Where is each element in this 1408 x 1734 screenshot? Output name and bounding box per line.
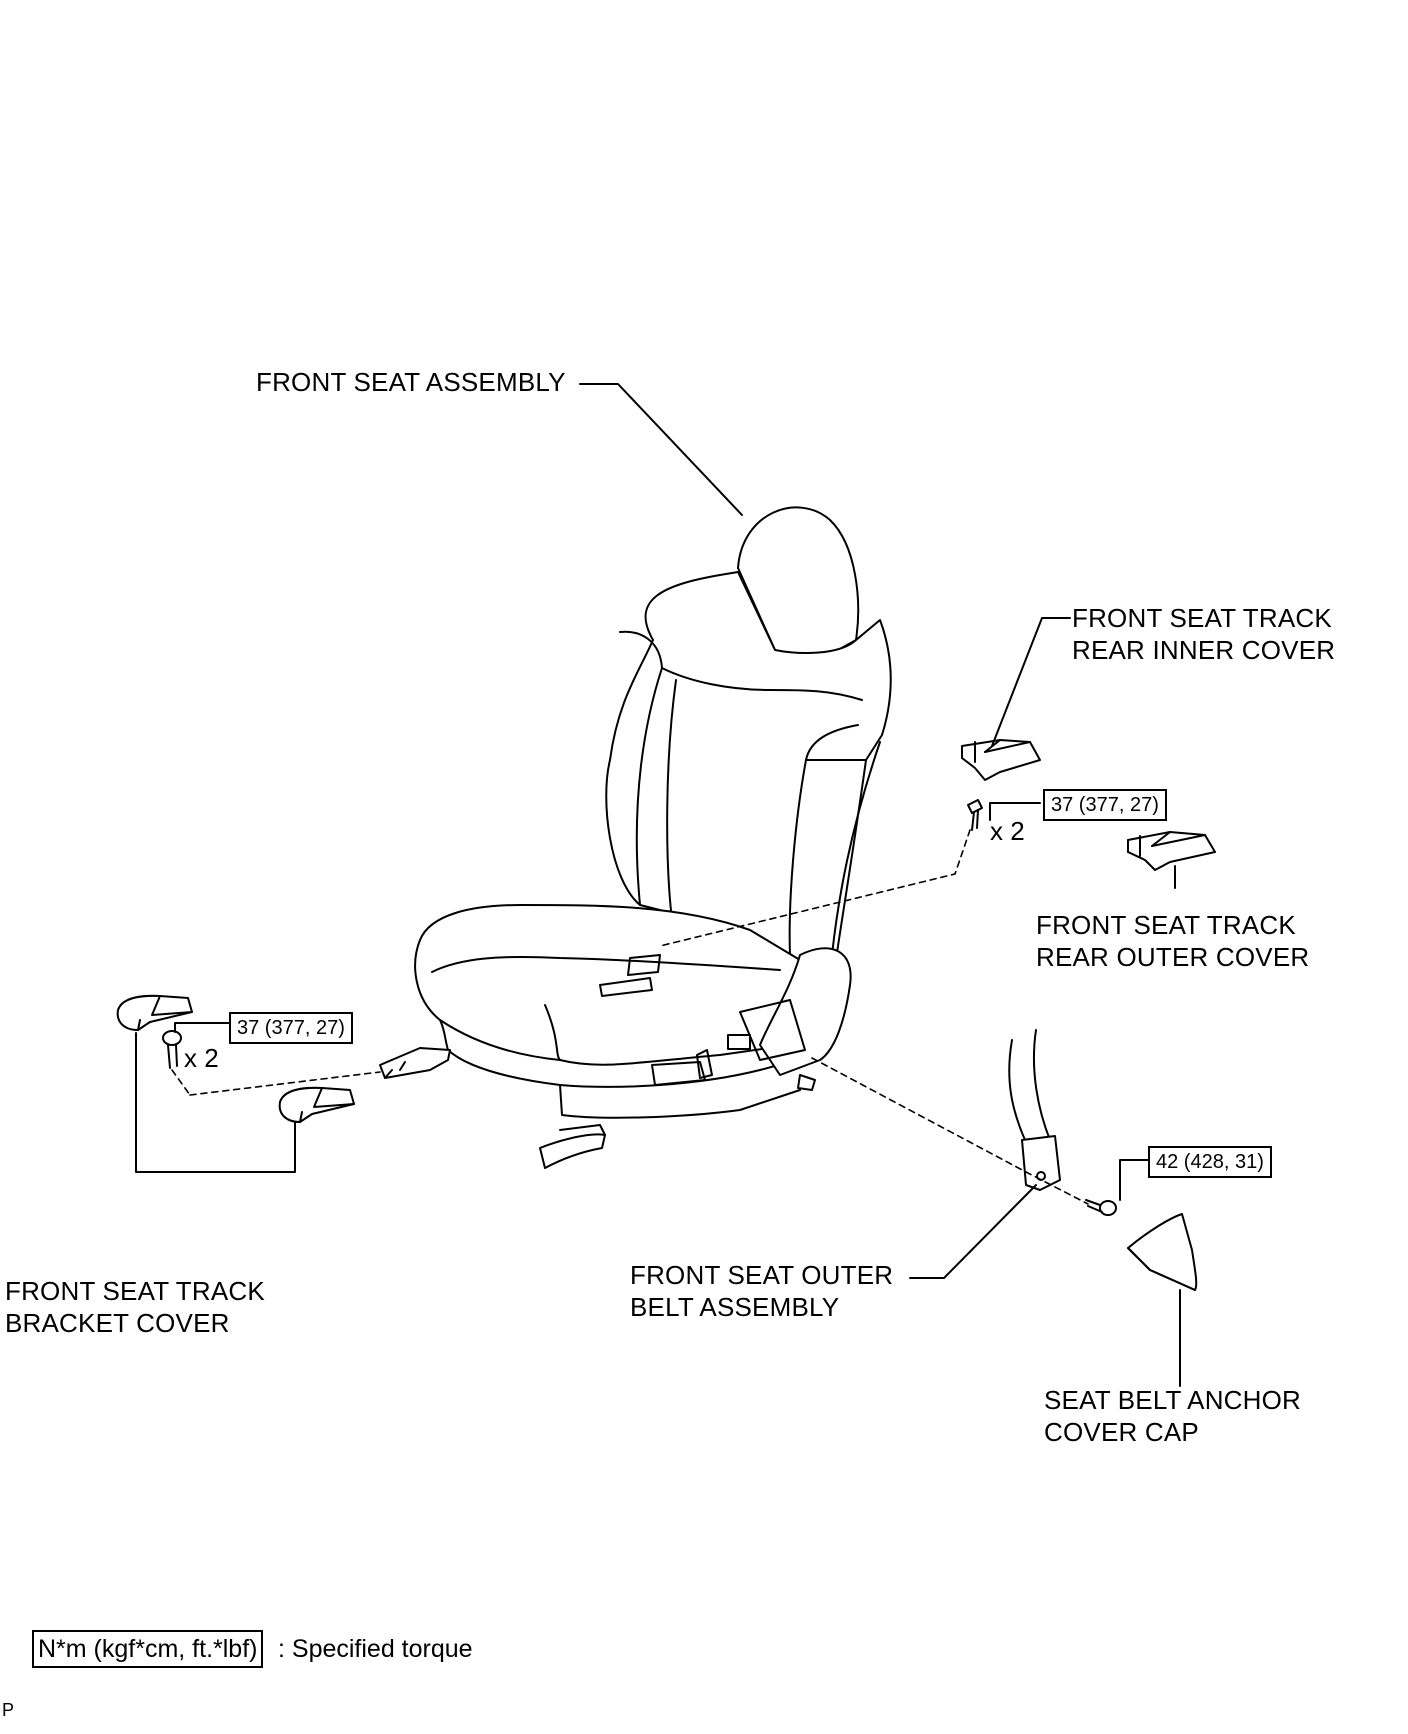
label-anchor-cover-cap-line1: SEAT BELT ANCHOR — [1044, 1385, 1302, 1415]
label-bracket-cover-line1: FRONT SEAT TRACK — [5, 1276, 265, 1306]
label-rear-outer-cover-line1: FRONT SEAT TRACK — [1036, 910, 1296, 940]
qty-rear-bolts: x 2 — [990, 816, 1025, 846]
outer-belt-drawing — [1009, 1030, 1060, 1190]
belt-anchor-bolt-drawing — [1086, 1200, 1116, 1215]
bracket-cover-lower-drawing — [280, 1088, 354, 1122]
label-rear-inner-cover-line2: REAR INNER COVER — [1072, 635, 1336, 665]
label-rear-outer-cover-line2: REAR OUTER COVER — [1036, 942, 1310, 972]
legend-torque-unit-box: N*m (kgf*cm, ft.*lbf) — [32, 1630, 264, 1668]
label-outer-belt-line1: FRONT SEAT OUTER — [630, 1260, 894, 1290]
install-path-dashed-lines — [172, 830, 1088, 1204]
label-bracket-cover-line2: BRACKET COVER — [5, 1308, 230, 1338]
anchor-cover-cap-drawing — [1128, 1214, 1196, 1290]
torque-box-rear-bolts: 37 (377, 27) — [1043, 789, 1167, 821]
torque-box-belt-anchor-bolt: 42 (428, 31) — [1148, 1146, 1272, 1178]
legend-specified-torque: : Specified torque — [278, 1635, 473, 1663]
torque-box-front-bolts: 37 (377, 27) — [229, 1012, 353, 1044]
rear-inner-cover-drawing — [962, 740, 1040, 780]
label-rear-inner-cover-line1: FRONT SEAT TRACK — [1072, 603, 1332, 633]
label-outer-belt-line2: BELT ASSEMBLY — [630, 1292, 840, 1322]
corner-code: P — [2, 1700, 15, 1720]
label-front-seat-assembly: FRONT SEAT ASSEMBLY — [256, 367, 566, 397]
leader-lines — [136, 384, 1180, 1386]
front-bolt-drawing — [163, 1031, 181, 1068]
bracket-cover-upper-drawing — [118, 996, 192, 1030]
front-seat-assembly-drawing — [380, 507, 891, 1168]
rear-bolt-drawing — [968, 800, 982, 830]
label-anchor-cover-cap-line2: COVER CAP — [1044, 1417, 1199, 1447]
qty-front-bolts: x 2 — [184, 1043, 219, 1073]
rear-outer-cover-drawing — [1128, 832, 1215, 870]
